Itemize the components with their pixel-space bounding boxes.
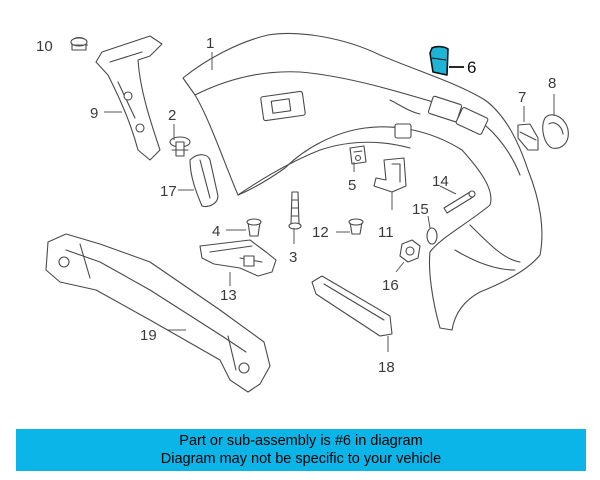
part-5-clip [349,145,367,165]
part-18-strip [311,275,393,337]
part-13-bracket [199,239,277,277]
banner-line-2: Diagram may not be specific to your vehi… [160,451,442,467]
part-6-highlighted [429,45,449,76]
leader-lines [72,44,555,352]
part-8 [542,114,569,149]
part-11-bracket [373,157,407,210]
part-17 [189,154,219,208]
callout-2: 2 [168,107,176,124]
part-19-impact-bar [45,233,271,393]
part-16-nut [399,239,421,263]
callout-1: 1 [206,35,214,52]
part-15-grommet [426,227,438,245]
callout-8: 8 [548,75,556,92]
part-3-stud [288,191,302,230]
part-1-bumper-cover [182,32,543,331]
callout-19: 19 [140,327,157,344]
callout-14: 14 [432,173,449,190]
callout-7: 7 [518,89,526,106]
banner-line-1: Part or sub-assembly is #6 in diagram [179,433,423,449]
callout-6: 6 [467,58,476,77]
part-7 [517,123,539,151]
part-9-bracket [95,35,163,161]
part-14-rod [443,190,476,214]
info-banner: Part or sub-assembly is #6 in diagram Di… [16,429,586,471]
callout-17: 17 [160,183,177,200]
callout-18: 18 [378,359,395,376]
parts-diagram: 1 2 3 4 5 6 7 8 9 10 11 12 13 14 15 16 1… [36,32,569,393]
callout-13: 13 [220,287,237,304]
part-4-screw [246,218,262,237]
callout-15: 15 [412,201,429,218]
callout-10: 10 [36,38,53,55]
part-12-screw [348,218,364,235]
callout-4: 4 [212,223,220,240]
callout-5: 5 [348,177,356,194]
callout-11: 11 [378,224,394,241]
callout-3: 3 [289,249,297,266]
part-2-push-clip [169,136,191,157]
callout-labels: 1 2 3 4 5 6 7 8 9 10 11 12 13 14 15 16 1… [36,35,556,376]
callout-12: 12 [312,224,329,241]
callout-9: 9 [90,105,98,122]
callout-16: 16 [382,277,399,294]
part-10-clip [70,36,88,51]
